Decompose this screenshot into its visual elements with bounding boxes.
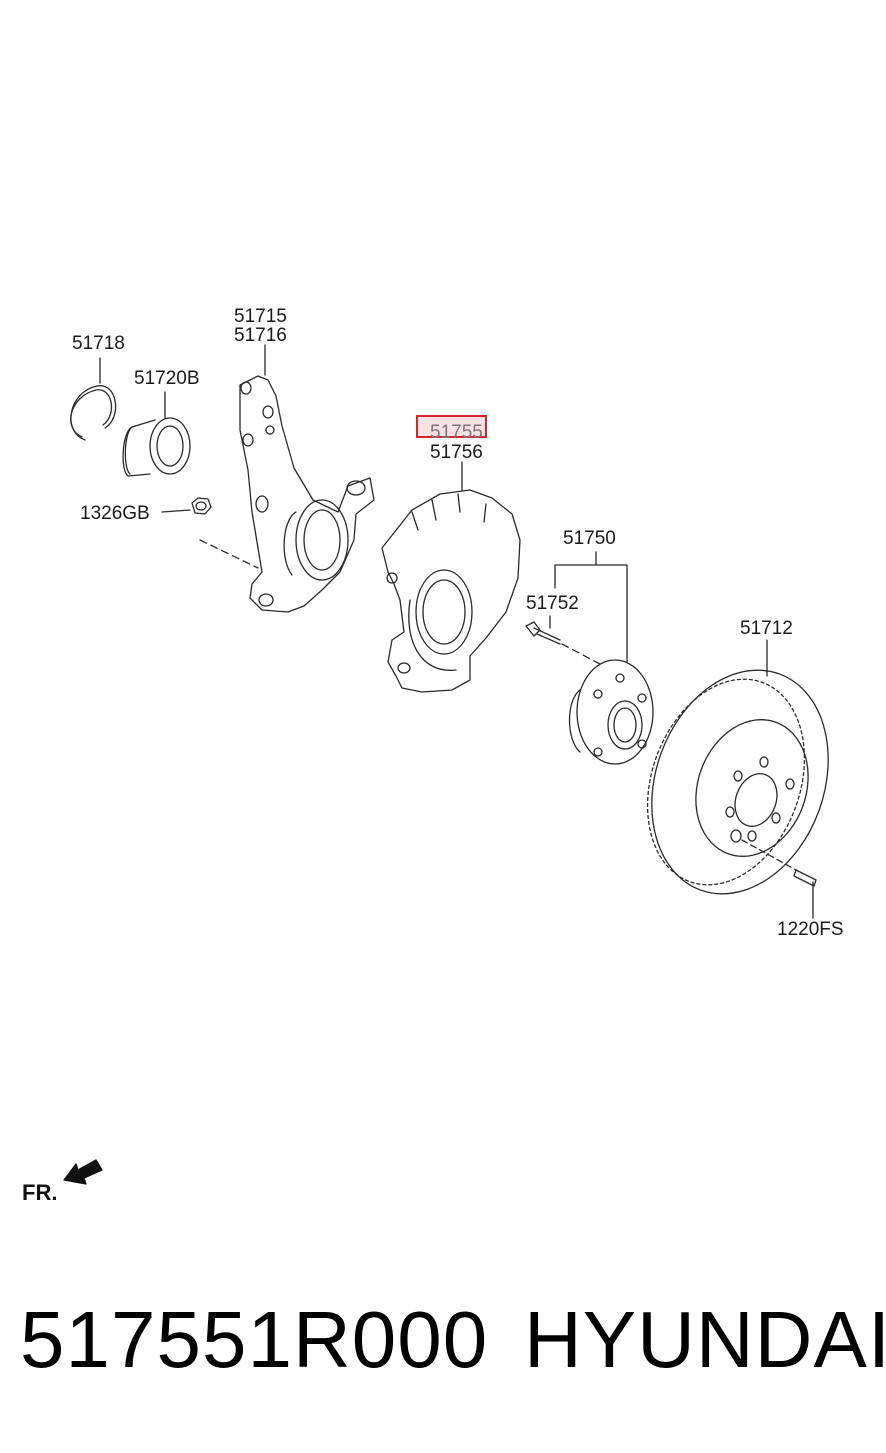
callout-hub-bolt[interactable]: 51752 <box>526 593 579 614</box>
callout-knuckle-lh[interactable]: 51715 <box>234 306 287 327</box>
front-direction-arrow <box>63 1159 103 1185</box>
callout-hub-assembly[interactable]: 51750 <box>563 528 616 549</box>
direction-label: FR. <box>22 1180 58 1205</box>
knuckle-drawing <box>239 344 375 613</box>
dust-cover-drawing <box>381 461 521 693</box>
callout-dust-cover-rh[interactable]: 51756 <box>430 442 483 463</box>
brake-disc-drawing <box>646 639 829 919</box>
footer-part-number: 517551R000 <box>20 1295 489 1384</box>
callout-dust-cover-lh[interactable]: 51755 <box>430 422 483 443</box>
callout-nut[interactable]: 1326GB <box>80 503 150 524</box>
highlight-box <box>416 415 487 438</box>
callout-snap-ring[interactable]: 51718 <box>72 333 125 354</box>
wheel-bearing-drawing <box>122 391 191 477</box>
nut-drawing <box>161 497 259 569</box>
hub-drawing <box>525 551 654 765</box>
callout-brake-disc[interactable]: 51712 <box>740 618 793 639</box>
callout-knuckle-rh[interactable]: 51716 <box>234 325 287 346</box>
snap-ring-drawing <box>70 357 117 441</box>
callout-disc-screw[interactable]: 1220FS <box>777 919 844 940</box>
callout-wheel-bearing[interactable]: 51720B <box>134 368 200 389</box>
footer-brand: HYUNDAI <box>524 1295 886 1384</box>
